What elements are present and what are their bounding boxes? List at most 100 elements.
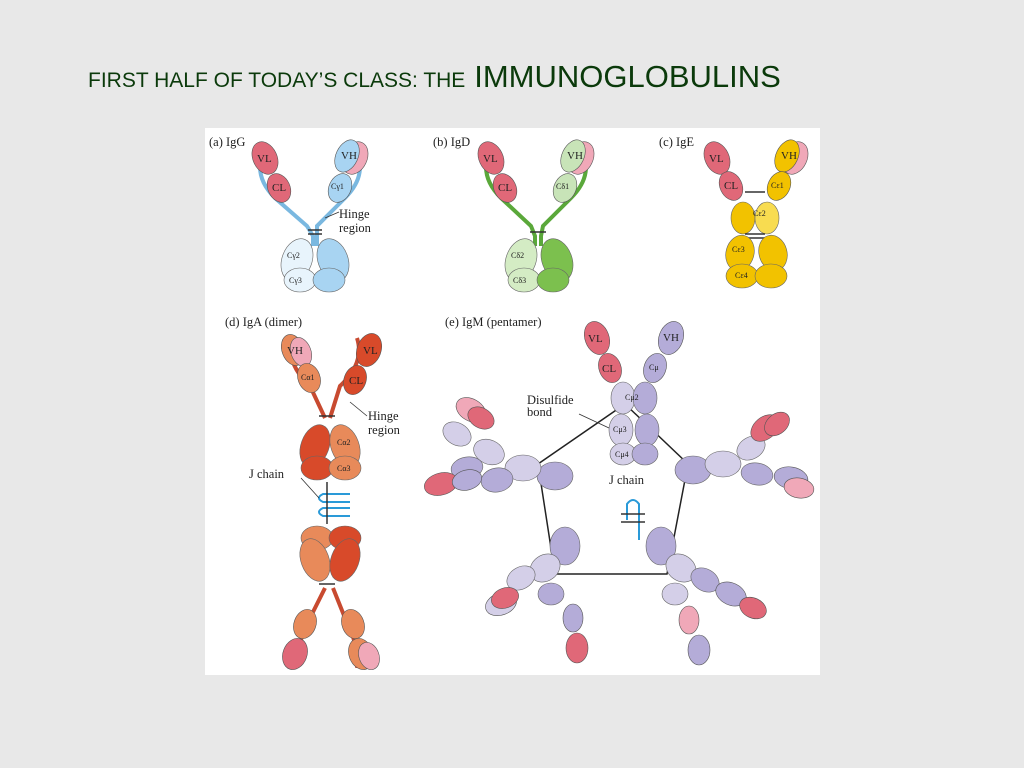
domain-light-4 [687, 634, 711, 666]
domain-4 [740, 462, 774, 486]
label-cl: CL [272, 182, 286, 194]
label-vh: VH [567, 150, 583, 162]
disulfide-pointer [578, 413, 610, 429]
domain-cg3-right [312, 267, 346, 293]
label-ce3: Cε3 [732, 245, 745, 254]
domain-light-4 [451, 469, 483, 491]
domain-vl [584, 321, 610, 355]
hinge-label-line1: Hinge [368, 409, 399, 423]
label-cmu2: Cμ2 [625, 393, 639, 402]
label-vh: VH [341, 150, 357, 162]
igm-monomer-bottom-left [485, 526, 589, 664]
label-cmu4: Cμ4 [615, 450, 629, 459]
domain-5 [442, 421, 472, 447]
disulfide-label-line2: bond [527, 405, 553, 419]
domain-cl-left [492, 173, 518, 203]
domain-3 [506, 565, 536, 591]
domain-ce1-right [766, 171, 792, 201]
domain-4 [661, 582, 689, 606]
lower-domain-1 [293, 609, 317, 639]
j-chain-label: J chain [249, 467, 285, 481]
lower-domain-5 [358, 642, 380, 670]
domain-ce4-right [754, 263, 788, 289]
label-ce2: Cε2 [753, 209, 766, 218]
domain-4 [537, 582, 565, 606]
domain-2 [504, 454, 542, 482]
igm-monomer-left [424, 397, 574, 496]
label-vh: VH [287, 345, 303, 357]
domain-ca3-right [328, 455, 362, 481]
domain-cmu4-right [631, 442, 659, 466]
lower-domain-ca2-right [329, 538, 361, 582]
caption-igd: (b) IgD [433, 135, 470, 149]
igm-monomer-right [674, 411, 815, 499]
caption-iga: (d) IgA (dimer) [225, 315, 302, 329]
j-chain-shape [626, 499, 640, 540]
domain-1 [645, 526, 677, 566]
panel-ige: (c) IgE VL CL VH Cε1 Cε2 Cε3 Cε4 [659, 135, 809, 289]
lower-domain-2 [282, 638, 308, 670]
label-cd2: Cδ2 [511, 251, 524, 260]
domain-light-2 [739, 596, 767, 620]
domain-1 [549, 526, 581, 566]
label-cmu: Cμ [649, 363, 659, 372]
label-cl: CL [724, 180, 738, 192]
hinge-label-line1: Hinge [339, 207, 370, 221]
label-cl: CL [498, 182, 512, 194]
label-cmu3: Cμ3 [613, 425, 627, 434]
domain-light-3 [678, 605, 700, 635]
domain-vh-right [560, 139, 586, 173]
domain-vl-right [356, 333, 382, 367]
domain-ce2-left [730, 201, 756, 235]
label-ce4: Cε4 [735, 271, 748, 280]
j-chain-label: J chain [609, 473, 645, 487]
domain-ch1-right [327, 173, 353, 203]
domain-vh [658, 321, 684, 355]
label-vh: VH [663, 332, 679, 344]
panel-iga: (d) IgA (dimer) VH Cα1 VL CL Cα2 Cα3 Hin… [225, 315, 401, 670]
domain-cl-right [343, 365, 367, 395]
domain-cl-left [718, 171, 744, 201]
domain-cl-left [266, 173, 292, 203]
disulfide-label-line1: Disulfide [527, 393, 574, 407]
label-cg3: Cγ3 [289, 276, 302, 285]
domain-4 [480, 467, 514, 493]
label-cg2: Cγ2 [287, 251, 300, 260]
label-vl: VL [588, 333, 603, 345]
domain-light-2 [467, 406, 495, 430]
label-vl: VL [483, 153, 498, 165]
caption-igg: (a) IgG [209, 135, 245, 149]
hinge-label-line2: region [368, 423, 401, 437]
immunoglobulin-diagram: (a) IgG VL CL VH Cγ1 Cγ2 Cγ3 Hinge regio… [209, 135, 815, 670]
label-ca3: Cα3 [337, 464, 351, 473]
slide-title: FIRST HALF OF TODAY’S CLASS: THE IMMUNOG… [88, 58, 781, 95]
title-prefix: FIRST HALF OF TODAY’S CLASS: THE [88, 69, 466, 92]
domain-3 [473, 438, 505, 466]
label-cd1: Cδ1 [556, 182, 569, 191]
domain-cd3-right [536, 267, 570, 293]
caption-ige: (c) IgE [659, 135, 694, 149]
panel-igd: (b) IgD VL CL VH Cδ1 Cδ2 Cδ3 [433, 135, 595, 293]
lower-domain-3 [341, 609, 365, 639]
domain-vh-right [774, 139, 800, 173]
domain-vl-left [251, 141, 279, 175]
caption-igm: (e) IgM (pentamer) [445, 315, 541, 329]
panel-igm: (e) IgM (pentamer) VL CL VH Cμ Cμ2 Cμ3 C… [424, 315, 815, 666]
label-cl: CL [349, 375, 363, 387]
hinge-label-line2: region [339, 221, 372, 235]
label-ce1: Cε1 [771, 181, 784, 190]
label-ca1: Cα1 [301, 373, 315, 382]
label-cl: CL [602, 363, 616, 375]
domain-1 [536, 461, 574, 491]
domain-cmu [643, 353, 667, 383]
hinge-pointer [349, 401, 368, 417]
j-chain-pointer [300, 477, 320, 499]
domain-light-2 [491, 587, 519, 609]
label-vh: VH [781, 150, 797, 162]
j-chain-shape-2 [318, 507, 350, 517]
domain-ca1-left [297, 363, 321, 393]
igm-monomer-bottom-right [645, 526, 767, 666]
label-vl: VL [257, 153, 272, 165]
pentamer-disulfide-ring [537, 403, 689, 575]
title-main: IMMUNOGLOBULINS [474, 59, 781, 94]
